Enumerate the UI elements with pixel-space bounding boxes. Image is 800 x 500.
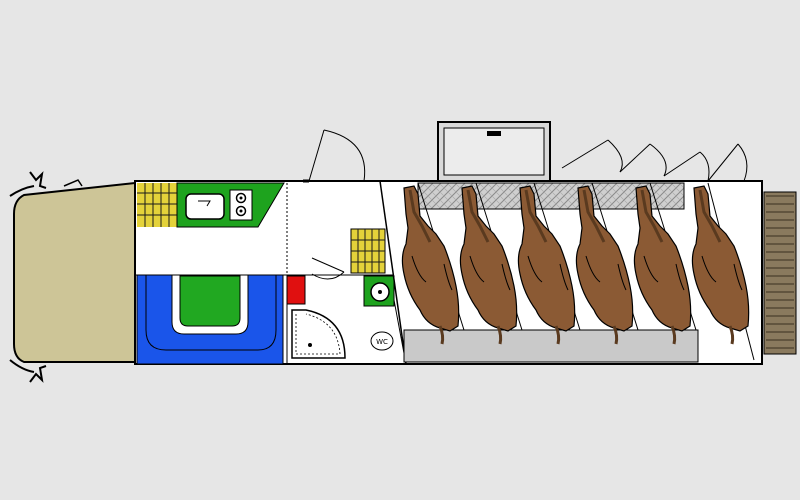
cab [9,171,136,383]
entry-door-swing [303,129,366,183]
kitchen-counter [176,182,285,228]
horse-icon [459,185,518,345]
fire-extinguisher-box [286,275,306,305]
luton-storage [137,183,177,227]
horse-icon [633,185,692,345]
rear-ramp [763,191,797,355]
wing-mirror-bottom [29,365,47,383]
groom-walkway [403,329,699,363]
dinette-table [179,275,241,327]
sink-icon [185,193,225,220]
lounge-seating [136,274,284,365]
washroom: WC [286,257,407,365]
wing-mirror-top [29,171,47,189]
shower-tray [291,309,346,359]
horse-icon [691,185,750,345]
vent-swings [561,139,748,182]
hob-icon [229,189,253,221]
wardrobe-storage [350,228,386,274]
horses [401,185,750,345]
horse-icon [517,185,576,345]
interior-door-swing [311,257,345,280]
external-locker [437,121,551,182]
bulkhead [379,180,407,365]
toilet-icon: WC [370,331,394,351]
toilet-label: WC [376,338,388,346]
horse-icon [401,185,460,345]
locker-handle-icon [487,131,501,136]
horse-icon [575,185,634,345]
